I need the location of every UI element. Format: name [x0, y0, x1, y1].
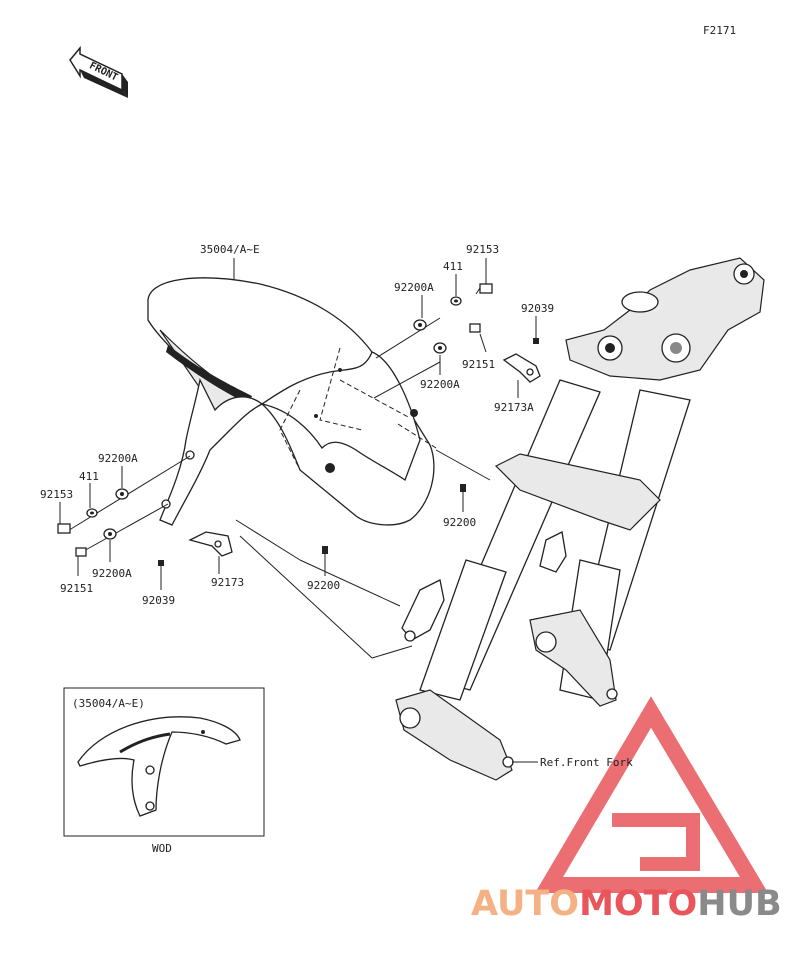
screw-92039-left	[158, 560, 164, 590]
watermark-logo-icon	[534, 696, 769, 893]
label-ref-front-fork: Ref.Front Fork	[540, 756, 633, 769]
inset-box: (35004/A~E) WOD	[63, 687, 265, 855]
callout-labels: 35004/A~E 92153 411 92200A 92039 92151 9…	[40, 243, 633, 769]
inset-title: (35004/A~E)	[72, 697, 145, 710]
front-fender	[147, 277, 437, 526]
watermark-auto: AUTO	[471, 884, 579, 924]
label-screw-left: 92039	[142, 594, 175, 607]
watermark-text: AUTOMOTOHUB	[471, 884, 782, 924]
collar-92200A-left	[115, 466, 129, 500]
bolt-92151-top	[469, 323, 487, 353]
collar-92200A-top2	[433, 342, 447, 375]
front-arrow-icon: FRONT	[69, 45, 128, 98]
collar-92200A-top	[413, 295, 427, 331]
label-clip-right: 92200	[443, 516, 476, 529]
label-bolt-left: 92153	[40, 488, 73, 501]
front-fork	[395, 257, 765, 781]
label-washer-left: 411	[79, 470, 99, 483]
label-bracket-right: 92173A	[494, 401, 534, 414]
bolt-92153-top	[475, 258, 493, 295]
label-clip-left: 92200	[307, 579, 340, 592]
label-fender: 35004/A~E	[200, 243, 260, 256]
watermark-moto: MOTO	[579, 884, 697, 924]
label-bolt-top: 92153	[466, 243, 499, 256]
washer-411-left	[86, 483, 98, 518]
bracket-92173	[188, 531, 233, 574]
screw-92039-top	[533, 316, 539, 344]
label-collar-left2: 92200A	[92, 567, 132, 580]
inset-caption: WOD	[152, 842, 172, 855]
label-bolt-left2: 92151	[60, 582, 93, 595]
bracket-92173A	[502, 353, 541, 398]
watermark-hub: HUB	[697, 884, 781, 924]
collar-92200A-left2	[103, 528, 117, 562]
clip-92200-left	[322, 546, 328, 576]
label-collar-left: 92200A	[98, 452, 138, 465]
bolt-92153-left	[57, 502, 71, 534]
label-collar-top: 92200A	[394, 281, 434, 294]
washer-411-top	[450, 274, 462, 306]
label-bracket-left: 92173	[211, 576, 244, 589]
label-screw-right: 92039	[521, 302, 554, 315]
label-bolt-top2: 92151	[462, 358, 495, 371]
clip-92200-right	[460, 484, 466, 512]
figure-code: F2171	[703, 24, 736, 37]
bolt-92151-left	[75, 547, 87, 576]
label-washer-top: 411	[443, 260, 463, 273]
label-collar-top2: 92200A	[420, 378, 460, 391]
